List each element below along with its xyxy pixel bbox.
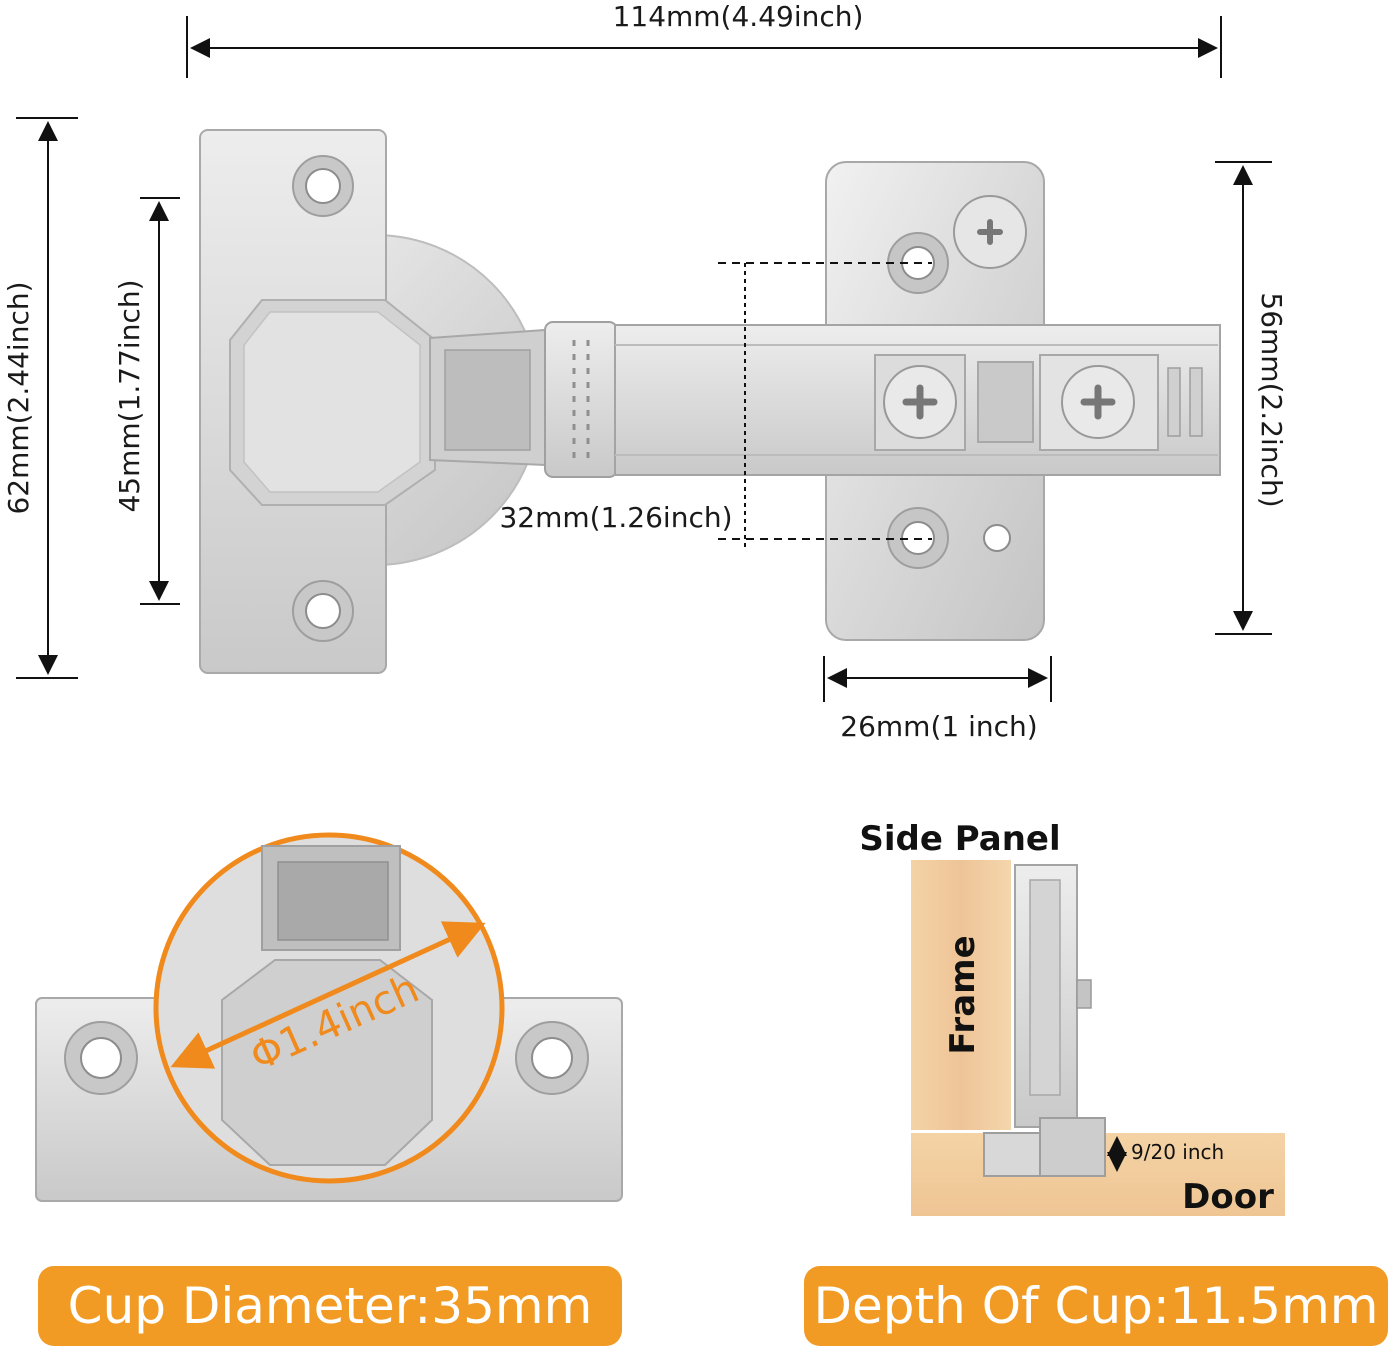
plate-height-dimension: 56mm(2.2inch) xyxy=(1215,161,1288,635)
width-dimension: 114mm(4.49inch) xyxy=(186,0,1222,78)
total-width-label: 114mm(4.49inch) xyxy=(613,0,864,33)
cup-diameter-badge: Cup Diameter:35mm xyxy=(38,1266,622,1346)
plate-hole-spacing-dimension: 32mm(1.26inch) xyxy=(499,262,932,550)
hinge-arm xyxy=(614,324,1221,476)
frame-label: Frame xyxy=(943,935,983,1054)
hinge-cup-plate xyxy=(199,129,546,674)
height-dimension: 62mm(2.44inch) xyxy=(2,117,78,679)
cup-depth-badge: Depth Of Cup:11.5mm xyxy=(804,1266,1388,1346)
hinge-knuckle xyxy=(544,321,618,478)
installation-view: Side Panel Frame Door 9/20 inch xyxy=(859,819,1285,1217)
hole-spacing-label: 45mm(1.77inch) xyxy=(113,279,146,512)
plate-width-dimension: 26mm(1 inch) xyxy=(823,656,1052,743)
side-panel-label: Side Panel xyxy=(859,819,1060,859)
plate-width-label: 26mm(1 inch) xyxy=(840,710,1037,743)
hole-spacing-dimension: 45mm(1.77inch) xyxy=(113,197,180,605)
frame-board xyxy=(911,860,1011,1130)
door-label: Door xyxy=(1182,1177,1274,1217)
total-height-label: 62mm(2.44inch) xyxy=(2,281,35,514)
plate-hole-spacing-label: 32mm(1.26inch) xyxy=(499,501,732,534)
offset-label: 9/20 inch xyxy=(1131,1140,1224,1164)
cup-closeup: Φ1.4inch xyxy=(35,832,623,1202)
plate-height-label: 56mm(2.2inch) xyxy=(1255,292,1288,507)
